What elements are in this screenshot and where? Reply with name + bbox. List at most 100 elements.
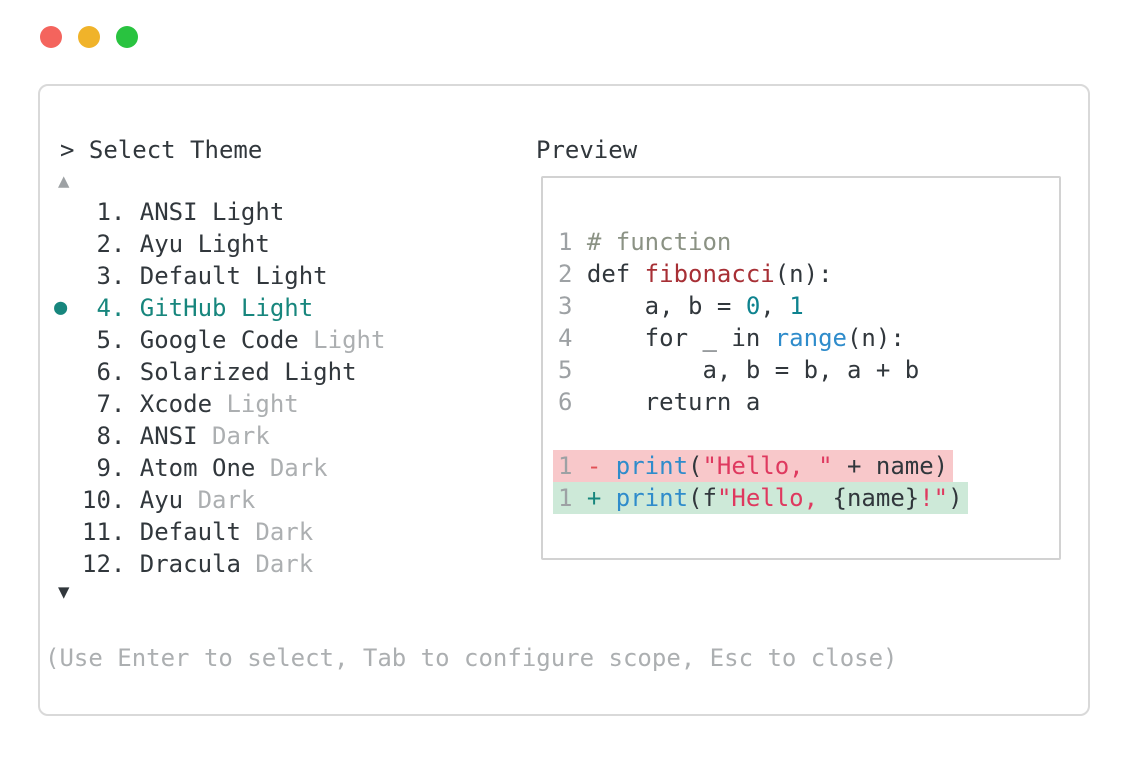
scroll-up-icon[interactable]: ▲ — [58, 170, 70, 192]
code-line: 1# function — [558, 226, 1059, 258]
line-number: 5 — [558, 356, 573, 384]
theme-item-number: 3. — [96, 262, 126, 290]
theme-item-variant: Dark — [197, 486, 256, 514]
theme-list-item[interactable]: 2.Ayu Light — [40, 228, 520, 260]
code-token: def — [586, 260, 645, 288]
window-controls — [40, 26, 138, 48]
line-number: 1 — [558, 452, 573, 480]
theme-item-variant: Light — [255, 262, 328, 290]
diff-added-line: 1+ print(f"Hello, {name}!") — [553, 482, 1059, 514]
theme-list-item[interactable]: 9.Atom One Dark — [40, 452, 520, 484]
theme-list-item[interactable]: 12.Dracula Dark — [40, 548, 520, 580]
code-line-content: 1+ print(f"Hello, {name}!") — [553, 482, 968, 514]
theme-item-number: 10. — [82, 486, 126, 514]
theme-item-name: GitHub — [139, 294, 241, 322]
code-token: "Hello, — [716, 484, 833, 512]
selected-bullet-icon: ● — [54, 295, 68, 320]
theme-item-variant: Dark — [212, 422, 270, 450]
code-token: ( — [688, 452, 703, 480]
code-token: print — [615, 452, 689, 480]
theme-item-number: 7. — [96, 390, 126, 418]
code-line-content: 3 a, b = 0, 1 — [558, 292, 804, 320]
code-line: 5 a, b = b, a + b — [558, 354, 1059, 386]
theme-item-name: Ayu — [139, 486, 198, 514]
theme-item-number: 6. — [96, 358, 126, 386]
theme-list-item[interactable]: 11. Default Dark — [40, 516, 520, 548]
code-token: (n): — [846, 324, 905, 352]
theme-list-item[interactable]: 7. Xcode Light — [40, 388, 520, 420]
line-number: 1 — [558, 228, 573, 256]
code-line-content: 5 a, b = b, a + b — [558, 356, 919, 384]
maximize-button-icon[interactable] — [116, 26, 138, 48]
theme-item-variant: Light — [197, 230, 270, 258]
theme-item-variant: Dark — [255, 518, 314, 546]
theme-list-item[interactable]: 1.ANSI Light — [40, 196, 520, 228]
close-button-icon[interactable] — [40, 26, 62, 48]
diff-removed-line: 1- print("Hello, " + name) — [553, 450, 1059, 482]
theme-item-name: Google Code — [139, 326, 314, 354]
line-number: 4 — [558, 324, 573, 352]
theme-item-variant: Light — [284, 358, 357, 386]
code-line-content: 6 return a — [558, 388, 760, 416]
code-token: "Hello, " — [702, 452, 833, 480]
line-number: 1 — [558, 484, 573, 512]
code-token: + name) — [832, 452, 949, 480]
theme-list-item[interactable]: 5. Google Code Light — [40, 324, 520, 356]
line-number: 6 — [558, 388, 573, 416]
code-token — [601, 452, 615, 480]
line-number: 3 — [558, 292, 573, 320]
footer-hint: (Use Enter to select, Tab to configure s… — [45, 644, 898, 672]
theme-item-variant: Light — [313, 326, 386, 354]
theme-item-number: 9. — [96, 454, 126, 482]
code-token: (f — [688, 484, 717, 512]
theme-item-number: 8. — [96, 422, 126, 450]
code-token: !" — [919, 484, 949, 512]
code-token — [601, 484, 615, 512]
code-token: for _ in — [586, 324, 775, 352]
theme-list-item[interactable]: 8. ANSI Dark — [40, 420, 520, 452]
theme-list-item[interactable]: ● 4. GitHub Light — [40, 292, 520, 324]
select-theme-header: > Select Theme — [60, 136, 263, 164]
code-token: 1 — [789, 292, 804, 320]
theme-item-name: Solarized — [139, 358, 285, 386]
theme-item-name: Ayu — [139, 230, 198, 258]
preview-label: Preview — [536, 136, 638, 164]
theme-item-variant: Light — [226, 390, 299, 418]
theme-item-variant: Light — [212, 198, 285, 226]
theme-list-item[interactable]: 6. Solarized Light — [40, 356, 520, 388]
theme-item-name: ANSI — [139, 198, 213, 226]
theme-list-item[interactable]: 10. Ayu Dark — [40, 484, 520, 516]
minimize-button-icon[interactable] — [78, 26, 100, 48]
code-token: a, b = — [586, 292, 746, 320]
code-line — [558, 418, 1059, 450]
theme-item-variant: Light — [240, 294, 314, 322]
scroll-down-icon[interactable]: ▼ — [58, 581, 70, 603]
theme-item-number: 11. — [82, 518, 126, 546]
theme-item-number: 12. — [82, 550, 126, 578]
code-line-content: 1- print("Hello, " + name) — [553, 450, 954, 482]
theme-item-name: ANSI — [139, 422, 213, 450]
code-line: 6 return a — [558, 386, 1059, 418]
theme-item-number: 4. — [96, 294, 126, 322]
code-token: fibonacci — [644, 260, 775, 288]
code-token: - — [586, 452, 602, 480]
theme-list-item[interactable]: 3. Default Light — [40, 260, 520, 292]
theme-item-number: 5. — [96, 326, 126, 354]
code-token: a, b = b, a + b — [586, 356, 920, 384]
theme-item-variant: Dark — [269, 454, 328, 482]
code-line-content: 4 for _ in range(n): — [558, 324, 905, 352]
code-token: ) — [948, 484, 963, 512]
code-line: 3 a, b = 0, 1 — [558, 290, 1059, 322]
theme-item-name: Default — [139, 262, 256, 290]
theme-item-name: Xcode — [139, 390, 227, 418]
code-token: , — [760, 292, 790, 320]
theme-item-name: Default — [139, 518, 256, 546]
code-line: 4 for _ in range(n): — [558, 322, 1059, 354]
theme-item-name: Dracula — [139, 550, 256, 578]
code-token: print — [615, 484, 689, 512]
